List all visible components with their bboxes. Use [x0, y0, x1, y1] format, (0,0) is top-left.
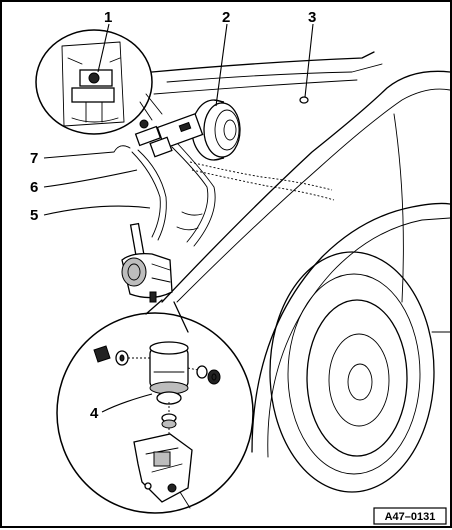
brake-booster: [191, 99, 241, 161]
wheel-arch-inner: [267, 217, 451, 458]
leader-7: [43, 151, 115, 159]
callout-5: 5: [30, 207, 38, 224]
cowl-line: [153, 79, 358, 95]
brake-line-6: [131, 151, 161, 238]
callout-2: 2: [222, 9, 230, 26]
figure-reference-box: A47–0131: [373, 507, 447, 525]
vacuum-pump-installed: [121, 222, 173, 303]
wheel-rim: [306, 299, 408, 457]
hood-edge-line: [151, 51, 375, 73]
grommet: [299, 96, 309, 104]
master-cylinder: [134, 112, 204, 158]
leader-4: [101, 393, 153, 413]
callout-7: 7: [30, 150, 38, 167]
wheel-hub: [328, 333, 390, 427]
windshield-lower-line: [166, 63, 383, 83]
car-body: [151, 51, 451, 493]
wheel-center: [347, 363, 373, 401]
figure-reference-label: A47–0131: [385, 511, 436, 523]
leader-lines: [43, 23, 314, 413]
leader-5: [43, 205, 151, 216]
leader-6: [43, 169, 138, 188]
wheel-arch-outer: [251, 202, 451, 453]
detail-inset-top: [35, 29, 163, 135]
detail-inset-bottom: [56, 299, 254, 514]
brake-lines: [113, 143, 335, 247]
leader-3: [304, 23, 314, 98]
callout-6: 6: [30, 179, 38, 196]
callout-3: 3: [308, 9, 316, 26]
leader-1: [97, 23, 110, 73]
leader-2: [215, 23, 228, 107]
callout-4: 4: [90, 405, 99, 422]
callout-1: 1: [104, 9, 112, 26]
fender-crease-line: [176, 88, 451, 303]
tire-outer: [269, 251, 435, 493]
fender-top-edge: [161, 70, 451, 303]
tire-sidewall: [287, 273, 421, 475]
